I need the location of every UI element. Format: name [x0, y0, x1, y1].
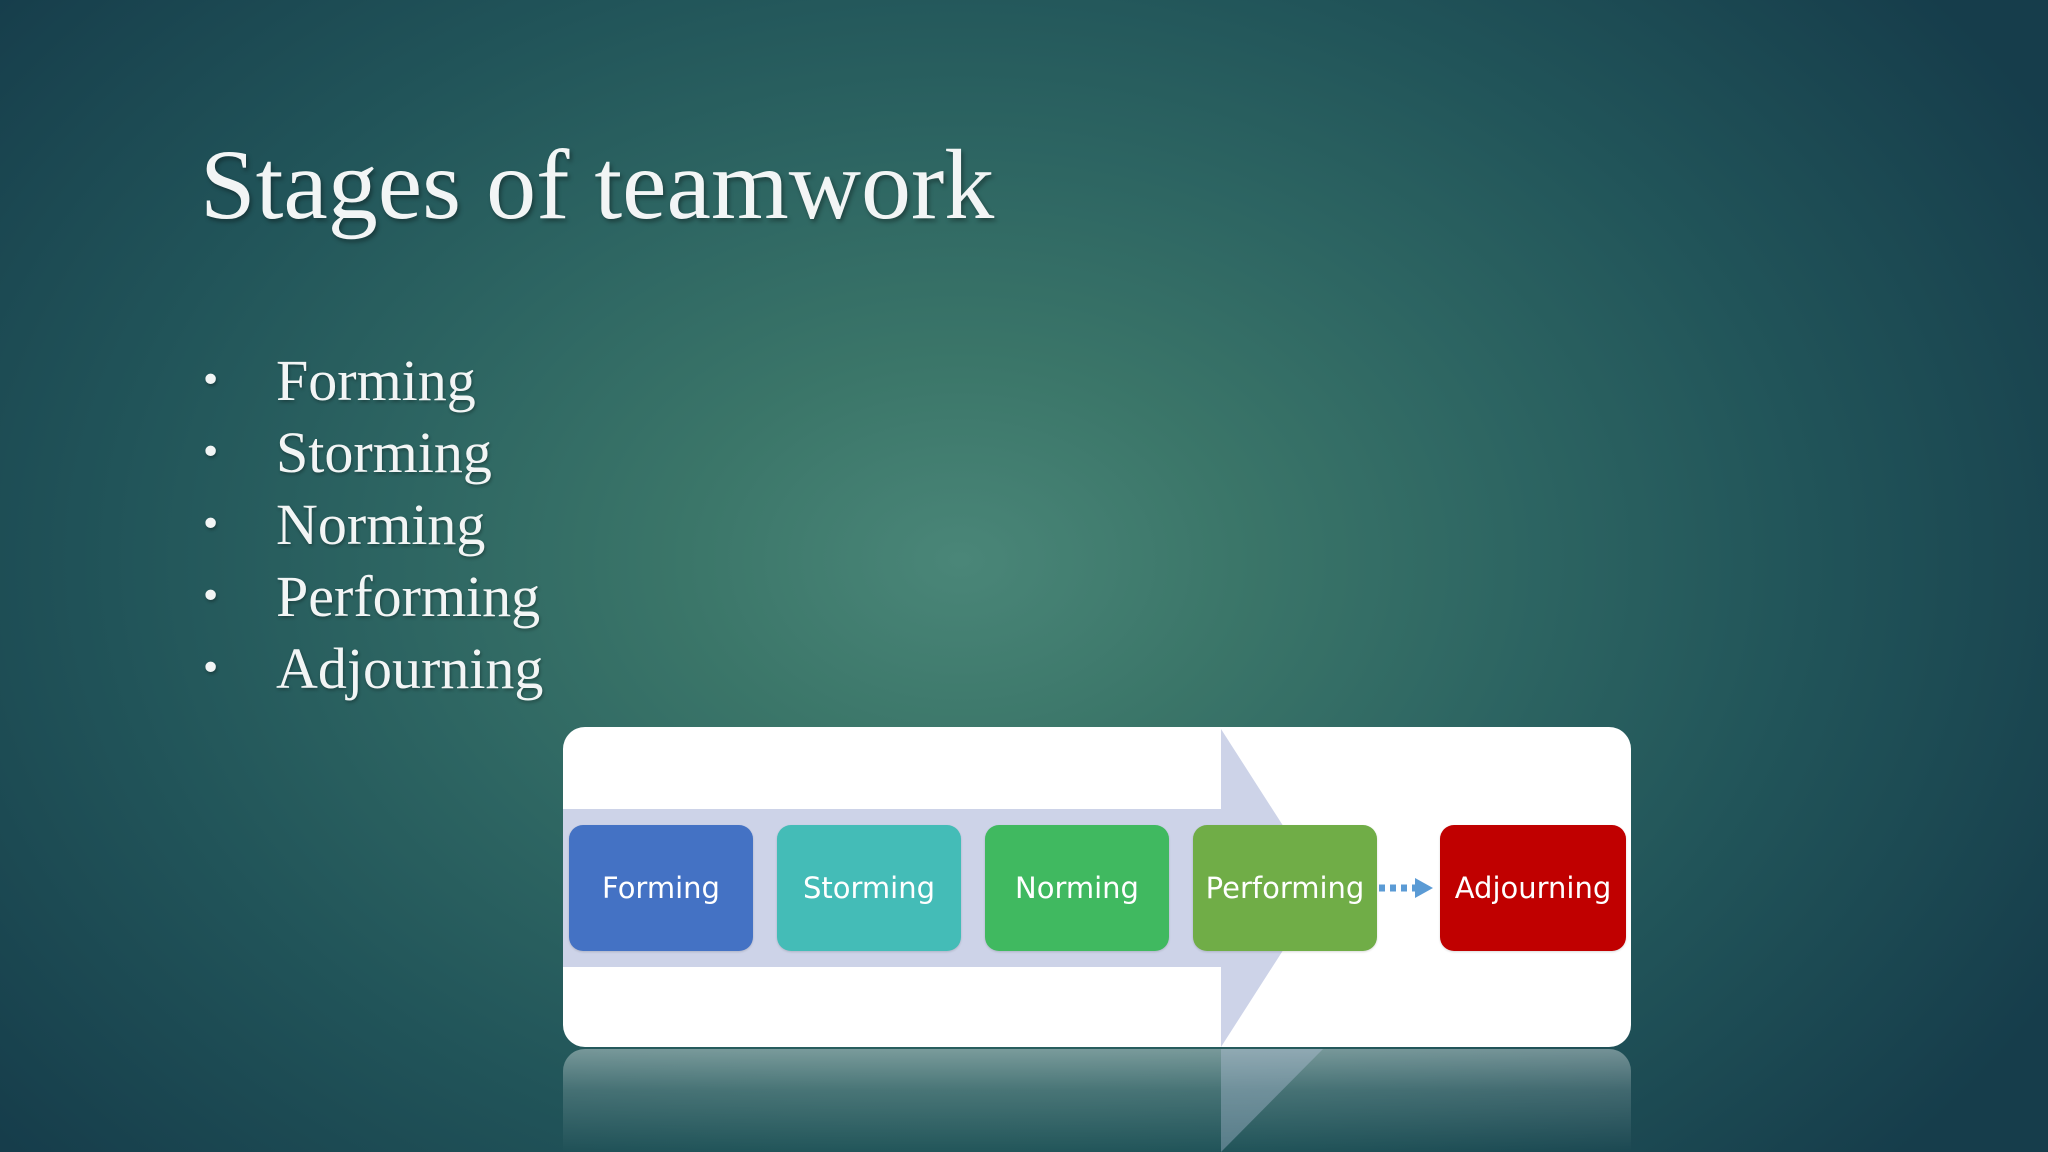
stage-label: Norming: [1015, 871, 1139, 905]
reflection-arrow-shape: [1221, 1049, 1323, 1152]
stage-box-forming: Forming: [569, 825, 753, 951]
stage-label: Forming: [602, 871, 720, 905]
slide-title: Stages of teamwork: [200, 129, 995, 240]
stage-label: Performing: [1205, 871, 1365, 905]
stage-box-performing: Performing: [1193, 825, 1377, 951]
diagram-card: Forming Storming Norming Performing Adjo…: [563, 727, 1631, 1047]
dotted-arrow-connector-icon: [1379, 878, 1433, 898]
bullet-label: Norming: [276, 492, 486, 557]
bullet-dot-icon: •: [200, 576, 222, 617]
bullet-dot-icon: •: [200, 648, 222, 689]
bullet-label: Storming: [276, 420, 492, 485]
bullet-label: Adjourning: [276, 636, 544, 701]
stage-box-adjourning: Adjourning: [1440, 825, 1626, 951]
stage-box-norming: Norming: [985, 825, 1169, 951]
team-stages-diagram: Forming Storming Norming Performing Adjo…: [563, 727, 1631, 1047]
stage-label: Adjourning: [1454, 871, 1612, 905]
bullet-label: Forming: [276, 348, 476, 413]
diagram-reflection: [563, 1049, 1631, 1152]
bullet-dot-icon: •: [200, 432, 222, 473]
bullet-dot-icon: •: [200, 360, 222, 401]
stage-box-storming: Storming: [777, 825, 961, 951]
stage-label: Storming: [802, 871, 936, 905]
bullet-label: Performing: [276, 564, 541, 629]
bullet-dot-icon: •: [200, 504, 222, 545]
